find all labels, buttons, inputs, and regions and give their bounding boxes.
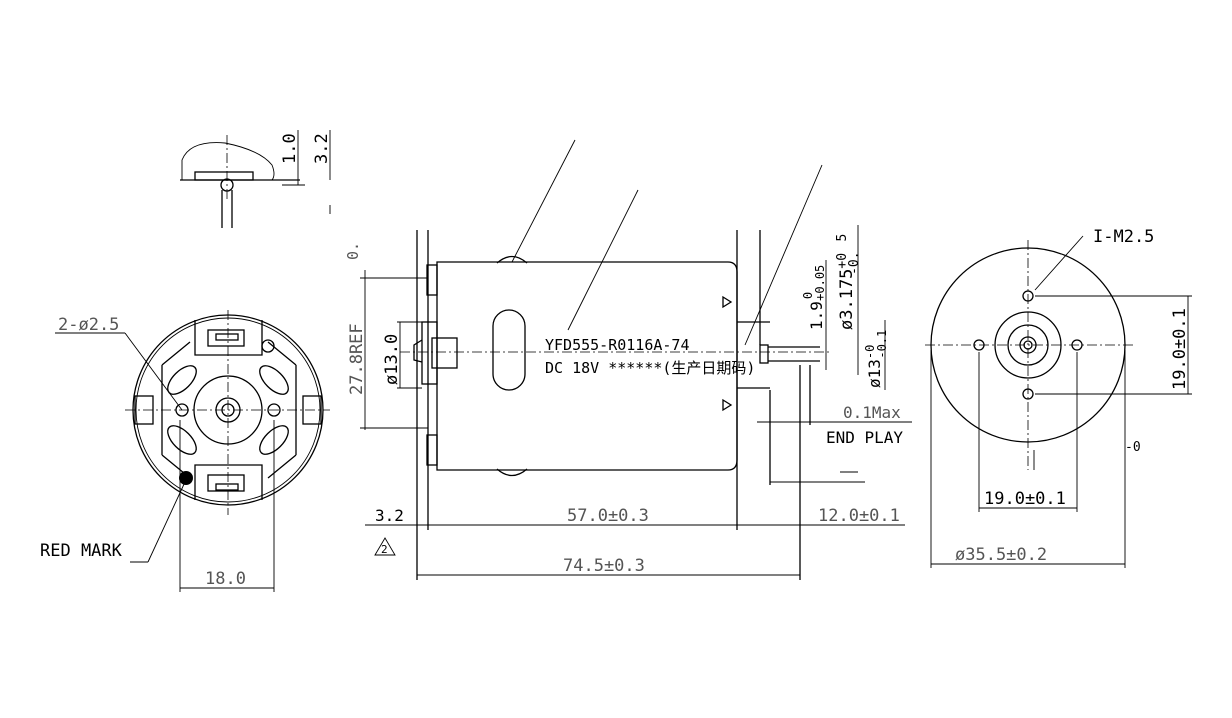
- thread-label: I-M2.5: [1093, 227, 1154, 247]
- body-length: 57.0±0.3: [567, 506, 649, 526]
- vertical-spacing: 19.0±0.1: [1170, 308, 1190, 390]
- boss-dim: ø13.0: [382, 334, 402, 385]
- side-view: 27.8REF 0. ø13.0 YFD555-R0116A-74 DC 18V…: [344, 139, 912, 580]
- end-play-value: 0.1Max: [843, 403, 901, 422]
- diameter: ø35.5±0.2: [955, 545, 1047, 565]
- voltage-label: DC 18V ******(生产日期码): [545, 359, 755, 377]
- front-view: 2-ø2.5 RED MARK 18.0: [40, 310, 330, 592]
- model-label: YFD555-R0116A-74: [545, 336, 690, 354]
- total-length: 74.5±0.3: [563, 556, 645, 576]
- top-dim-2: 3.2: [312, 133, 332, 164]
- red-mark-dot: [179, 471, 193, 485]
- shaft-dim: ø3.175+0-0.5: [835, 234, 862, 330]
- holes-label: 2-ø2.5: [58, 315, 119, 335]
- top-terminal-view: 1.0 3.2: [180, 130, 332, 228]
- side-mark: -0: [1125, 440, 1141, 455]
- horizontal-spacing: 19.0±0.1: [984, 489, 1066, 509]
- end-play-label: END PLAY: [826, 428, 903, 447]
- width-dim: 18.0: [205, 569, 246, 589]
- shaft-length: 12.0±0.1: [818, 506, 900, 526]
- top-dim-1: 1.0: [280, 133, 300, 164]
- ref-dim: 27.8REF: [347, 323, 367, 395]
- rev-mark: 2: [381, 543, 388, 556]
- left-dim: 3.2: [375, 506, 404, 525]
- shaft-flat-dim: 1.90+0.05: [801, 265, 827, 330]
- red-mark-label: RED MARK: [40, 541, 123, 561]
- rear-view: I-M2.5 19.0±0.1 -0 19.0±0.1 ø35.5±0.2: [925, 227, 1192, 568]
- ref-dim-small: 0.: [344, 242, 362, 260]
- boss2-dim: ø13-0-0.1: [863, 330, 889, 388]
